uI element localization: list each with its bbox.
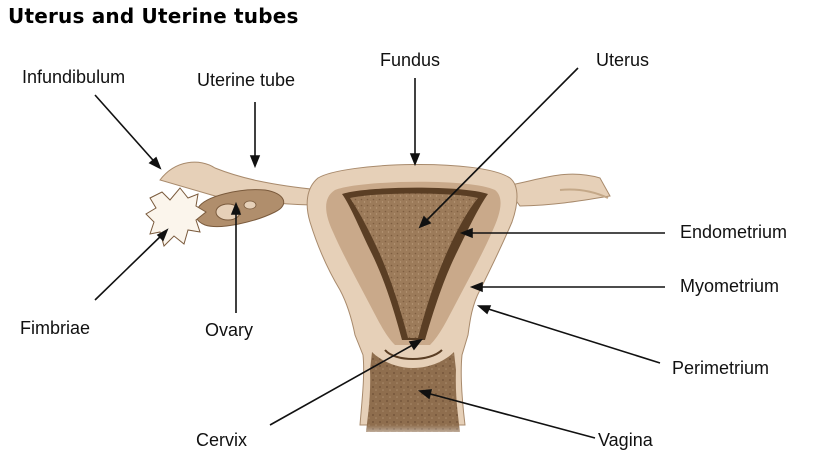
label-uterus: Uterus [596, 50, 649, 71]
ovary-shape [196, 190, 284, 227]
label-ovary: Ovary [205, 320, 253, 341]
fimbriae-shape [146, 188, 206, 246]
label-cervix: Cervix [196, 430, 247, 451]
label-endometrium: Endometrium [680, 222, 787, 243]
label-fundus: Fundus [380, 50, 440, 71]
label-myometrium: Myometrium [680, 276, 779, 297]
label-perimetrium: Perimetrium [672, 358, 769, 379]
label-uterine-tube: Uterine tube [197, 70, 295, 91]
label-fimbriae: Fimbriae [20, 318, 90, 339]
right-uterine-tube [505, 174, 610, 206]
label-vagina: Vagina [598, 430, 653, 451]
label-infundibulum: Infundibulum [22, 67, 125, 88]
